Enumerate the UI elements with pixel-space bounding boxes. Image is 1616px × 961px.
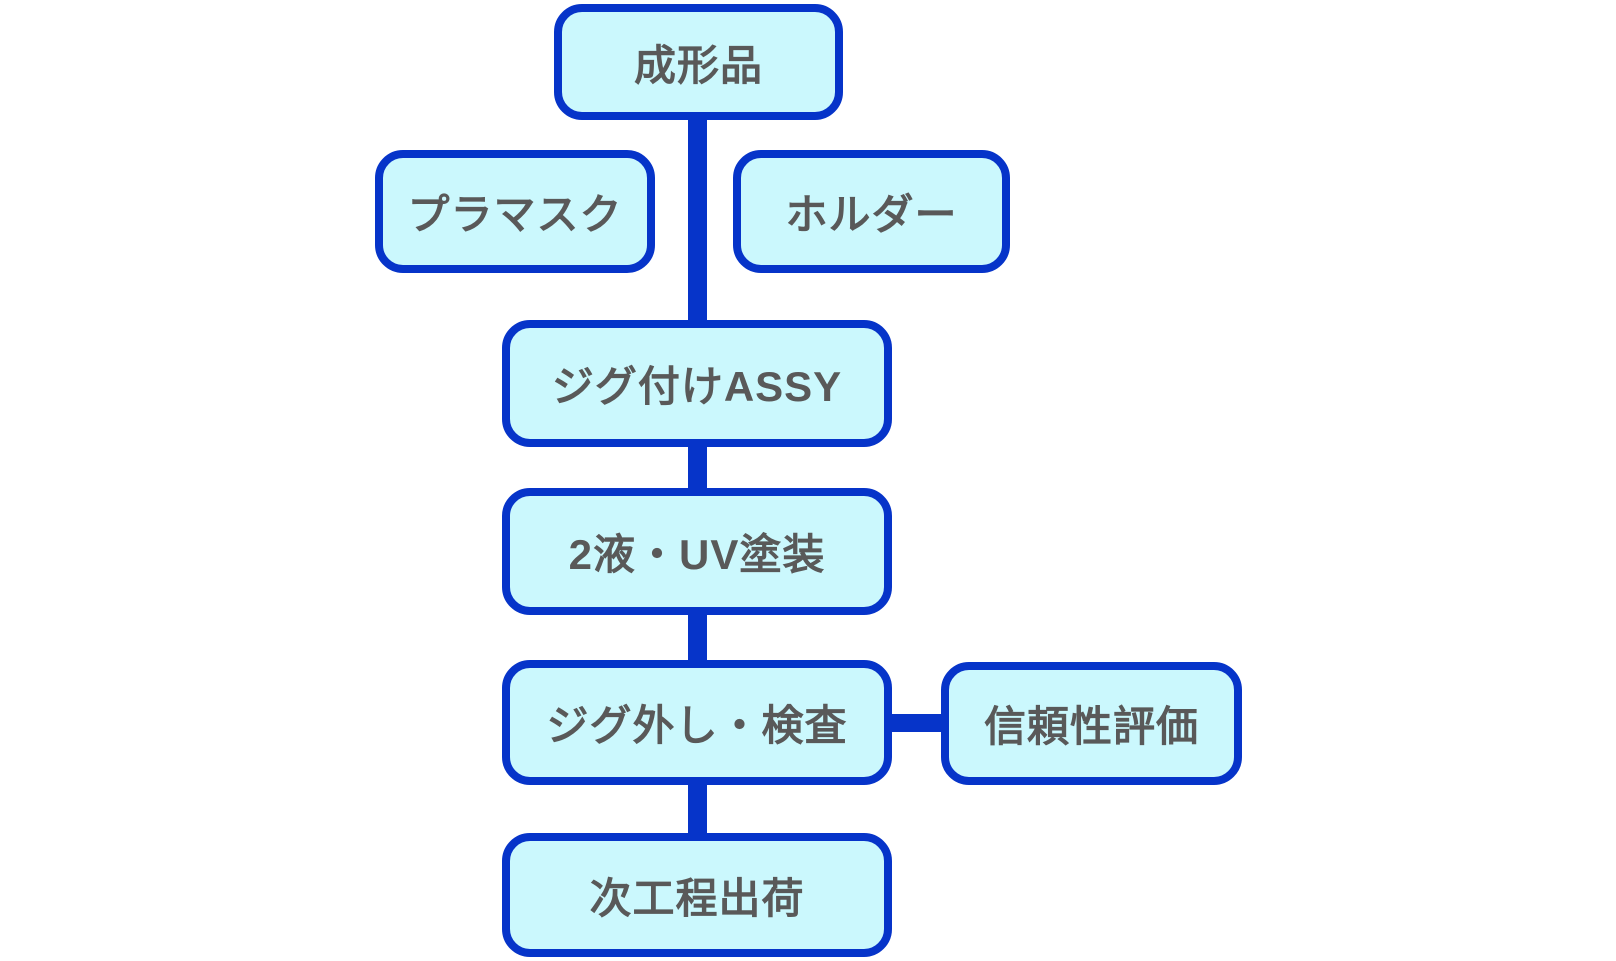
connector-coating-to-inspection xyxy=(688,608,707,670)
connector-molded-to-jig-assy xyxy=(688,110,707,330)
node-two-part-uv-coating-label: 2液・UV塗装 xyxy=(568,531,826,578)
connector-inspection-to-reliability xyxy=(886,714,948,732)
node-plastic-mask: プラマスク xyxy=(375,150,655,273)
node-jig-attach-assy: ジグ付けASSY xyxy=(502,320,892,447)
node-next-process-shipment: 次工程出荷 xyxy=(502,833,892,957)
node-jig-removal-inspection: ジグ外し・検査 xyxy=(502,660,892,785)
connector-inspection-to-shipment xyxy=(688,778,707,843)
node-reliability-evaluation: 信頼性評価 xyxy=(941,662,1242,785)
connector-jig-assy-to-coating xyxy=(688,440,707,498)
node-holder-label: ホルダー xyxy=(785,191,958,238)
node-jig-removal-inspection-label: ジグ外し・検査 xyxy=(546,702,848,749)
node-plastic-mask-label: プラマスク xyxy=(407,191,623,238)
node-reliability-evaluation-label: 信頼性評価 xyxy=(983,703,1199,750)
node-molded-part-label: 成形品 xyxy=(633,41,763,89)
node-molded-part: 成形品 xyxy=(554,4,843,120)
node-two-part-uv-coating: 2液・UV塗装 xyxy=(502,488,892,615)
node-jig-attach-assy-label: ジグ付けASSY xyxy=(551,363,843,410)
node-next-process-shipment-label: 次工程出荷 xyxy=(589,874,805,922)
node-holder: ホルダー xyxy=(733,150,1010,273)
